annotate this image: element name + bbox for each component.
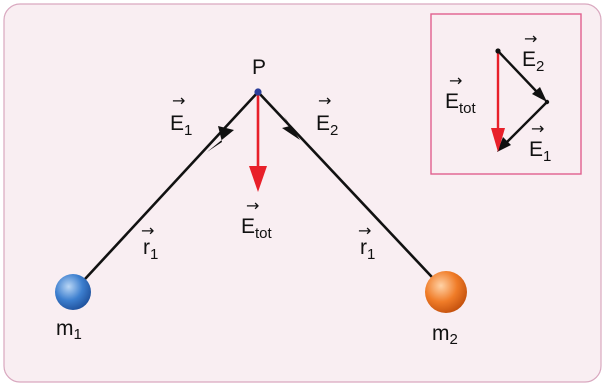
inset-label-e1-main: E bbox=[529, 138, 543, 161]
label-m2: m2 bbox=[432, 322, 458, 348]
label-etot-main: E bbox=[241, 215, 255, 238]
inset-e2-arrowhead bbox=[532, 87, 547, 102]
line-p-to-m2 bbox=[257, 91, 447, 293]
label-m2-sub: 2 bbox=[450, 331, 458, 348]
inset-label-etot: Etot bbox=[445, 90, 477, 117]
label-r-right-main: r bbox=[360, 236, 367, 259]
inset-label-etot-main: E bbox=[445, 90, 459, 113]
inset-e2-vector-arrow-symbol: → bbox=[524, 29, 537, 48]
inset-e1-vector-arrow-symbol: → bbox=[531, 119, 544, 138]
label-etot-sub: tot bbox=[255, 225, 273, 242]
label-e2-sub: 2 bbox=[330, 122, 338, 139]
inset-label-etot-sub: tot bbox=[459, 100, 477, 117]
e2-vector-arrow-symbol: → bbox=[318, 91, 331, 110]
label-e1-sub: 1 bbox=[184, 122, 192, 139]
inset-e1-line bbox=[506, 101, 548, 143]
label-r-left-sub: 1 bbox=[150, 246, 158, 263]
r-right-vector-arrow-symbol: → bbox=[358, 221, 371, 240]
label-r-right: r1 bbox=[360, 236, 375, 263]
label-etot: Etot bbox=[241, 215, 273, 242]
inset-label-e2-sub: 2 bbox=[536, 58, 544, 75]
e1-arrowhead bbox=[207, 126, 234, 152]
etot-arrowhead bbox=[249, 166, 267, 192]
label-e2-main: E bbox=[316, 112, 330, 135]
label-m2-main: m bbox=[432, 322, 450, 345]
inset-e1-arrowhead bbox=[497, 137, 511, 152]
point-p bbox=[254, 88, 262, 96]
line-p-to-m1 bbox=[72, 91, 259, 293]
inset-junction-dot bbox=[544, 99, 550, 105]
label-e1-main: E bbox=[170, 112, 184, 135]
r-left-vector-arrow-symbol: → bbox=[141, 221, 154, 240]
inset-etot-vector-arrow-symbol: → bbox=[449, 71, 462, 90]
label-e2: E2 bbox=[316, 112, 338, 139]
inset-start-dot bbox=[495, 48, 501, 54]
inset-label-e2: E2 bbox=[522, 48, 544, 75]
label-m1: m1 bbox=[56, 317, 82, 343]
label-p: P bbox=[252, 56, 266, 79]
inset-label-e2-main: E bbox=[522, 48, 536, 71]
etot-vector-arrow-symbol: → bbox=[246, 196, 259, 215]
mass-m2 bbox=[425, 271, 467, 313]
label-m1-sub: 1 bbox=[74, 326, 82, 343]
label-r-right-sub: 1 bbox=[367, 246, 375, 263]
inset-label-e1: E1 bbox=[529, 138, 551, 165]
label-r-left-main: r bbox=[143, 236, 150, 259]
label-m1-main: m bbox=[56, 317, 74, 340]
label-r-left: r1 bbox=[143, 236, 158, 263]
label-e1: E1 bbox=[170, 112, 192, 139]
mass-m1 bbox=[55, 274, 91, 310]
inset-e2-line bbox=[497, 50, 538, 93]
inset-etot-arrowhead bbox=[491, 128, 505, 152]
e2-arrowhead bbox=[282, 116, 300, 140]
e1-vector-arrow-symbol: → bbox=[172, 91, 185, 110]
inset-label-e1-sub: 1 bbox=[543, 148, 551, 165]
